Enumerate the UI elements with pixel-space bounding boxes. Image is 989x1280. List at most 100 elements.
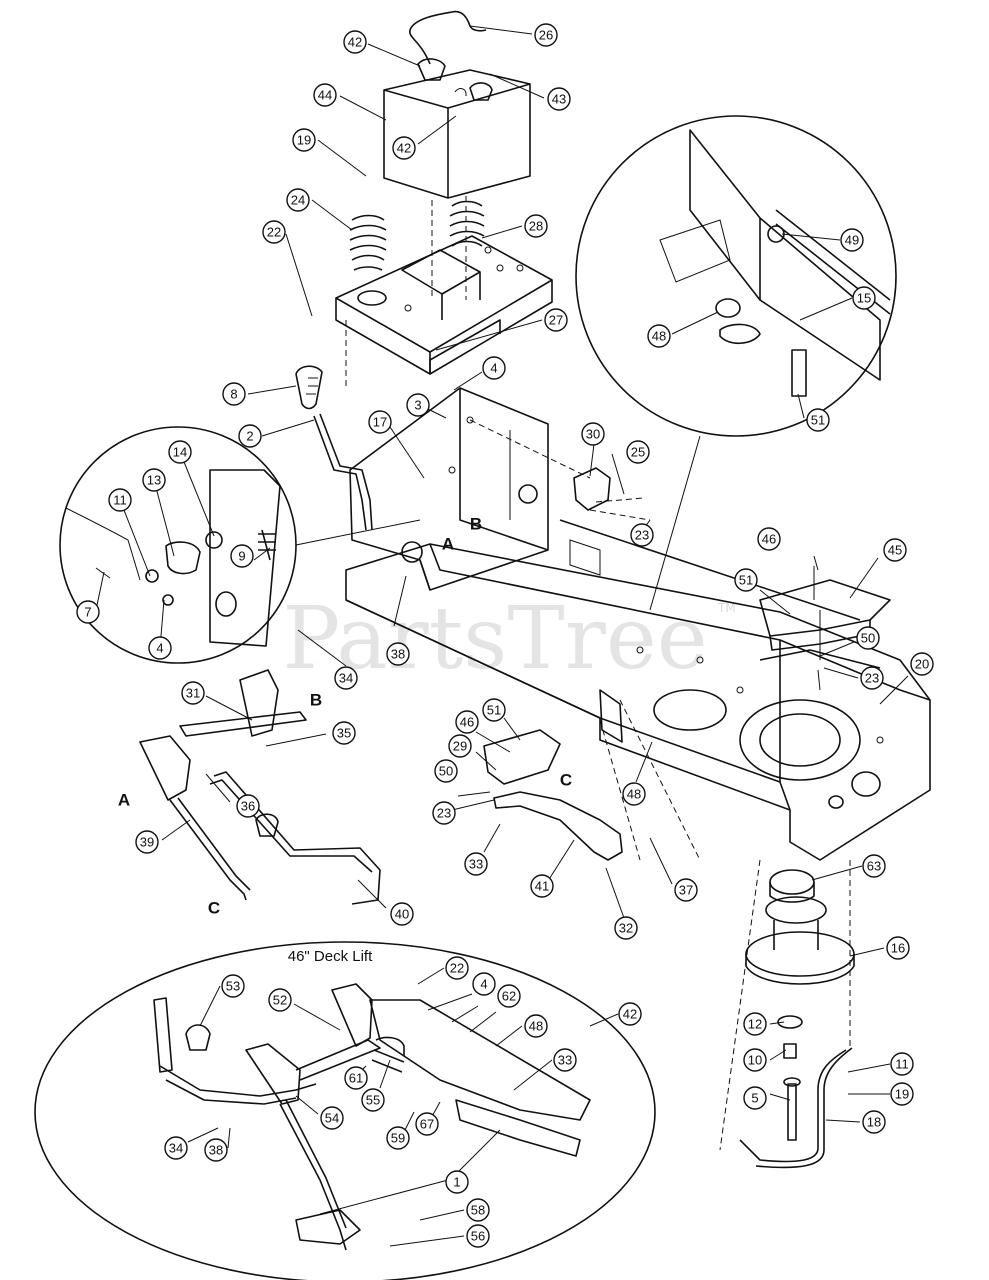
svg-text:19: 19 (297, 133, 311, 148)
callout-52: 52 (268, 988, 292, 1012)
svg-text:63: 63 (867, 859, 881, 874)
rod-18-shape (739, 1049, 847, 1163)
svg-text:9: 9 (238, 549, 245, 564)
svg-text:22: 22 (267, 225, 281, 240)
callout-48: 48 (524, 1014, 548, 1038)
callout-13: 13 (142, 468, 166, 492)
detail-circle-right (575, 115, 897, 611)
svg-text:50: 50 (861, 631, 875, 646)
callout-19: 19 (890, 1082, 914, 1106)
svg-text:37: 37 (679, 883, 693, 898)
callout-9: 9 (230, 544, 254, 568)
callout-54: 54 (320, 1106, 344, 1130)
callout-53: 53 (221, 974, 245, 998)
svg-text:33: 33 (469, 857, 483, 872)
svg-text:15: 15 (857, 291, 871, 306)
callout-4: 4 (482, 356, 506, 380)
callout-22: 22 (445, 956, 469, 980)
svg-text:48: 48 (652, 329, 666, 344)
svg-text:27: 27 (549, 313, 563, 328)
letter-a-frame: A (442, 535, 454, 554)
callout-46: 46 (455, 710, 479, 734)
callout-15: 15 (852, 286, 876, 310)
callout-31: 31 (181, 681, 205, 705)
bracket-30-shape (573, 467, 611, 511)
callout-24: 24 (286, 188, 310, 212)
svg-text:11: 11 (113, 493, 127, 508)
callout-55: 55 (361, 1088, 385, 1112)
svg-text:38: 38 (209, 1143, 223, 1158)
leader-lines (95, 25, 909, 1247)
svg-text:19: 19 (895, 1087, 909, 1102)
callout-48: 48 (647, 324, 671, 348)
svg-text:51: 51 (487, 703, 501, 718)
svg-text:4: 4 (490, 361, 497, 376)
callout-42: 42 (343, 30, 367, 54)
svg-text:28: 28 (529, 219, 543, 234)
callout-18: 18 (862, 1110, 886, 1134)
svg-text:26: 26 (539, 28, 553, 43)
callout-61: 61 (344, 1066, 368, 1090)
svg-text:67: 67 (420, 1117, 434, 1132)
svg-text:42: 42 (397, 141, 411, 156)
callout-19: 19 (292, 128, 316, 152)
callout-11: 11 (108, 488, 132, 512)
svg-text:34: 34 (169, 1141, 183, 1156)
callout-32: 32 (614, 916, 638, 940)
svg-text:51: 51 (811, 413, 825, 428)
svg-text:29: 29 (453, 739, 467, 754)
callout-23: 23 (432, 801, 456, 825)
callout-38: 38 (386, 642, 410, 666)
callout-46: 46 (757, 527, 781, 551)
callout-50: 50 (856, 626, 880, 650)
callout-49: 49 (840, 228, 864, 252)
callout-25: 25 (626, 440, 650, 464)
callout-42: 42 (392, 136, 416, 160)
svg-text:31: 31 (186, 686, 200, 701)
svg-text:42: 42 (348, 35, 362, 50)
svg-text:17: 17 (373, 415, 387, 430)
main-frame (345, 387, 931, 861)
svg-text:23: 23 (865, 671, 879, 686)
letter-c-pedal: C (208, 899, 220, 918)
svg-text:13: 13 (147, 473, 161, 488)
callout-5: 5 (743, 1086, 767, 1110)
callout-23: 23 (860, 666, 884, 690)
svg-text:58: 58 (471, 1203, 485, 1218)
callout-4: 4 (472, 972, 496, 996)
callout-37: 37 (674, 878, 698, 902)
callout-33: 33 (464, 852, 488, 876)
link-41-shape (493, 791, 623, 861)
callout-36: 36 (236, 794, 260, 818)
callout-17: 17 (368, 410, 392, 434)
svg-text:4: 4 (480, 977, 487, 992)
watermark-trademark: TM (717, 601, 736, 615)
svg-text:33: 33 (558, 1053, 572, 1068)
callout-11: 11 (890, 1052, 914, 1076)
lift-handle (295, 365, 373, 531)
svg-text:11: 11 (895, 1057, 909, 1072)
callout-51: 51 (482, 698, 506, 722)
callout-30: 30 (581, 422, 605, 446)
callout-48: 48 (622, 782, 646, 806)
callout-41: 41 (530, 874, 554, 898)
callout-39: 39 (135, 830, 159, 854)
svg-text:25: 25 (631, 445, 645, 460)
svg-text:14: 14 (173, 445, 187, 460)
svg-text:41: 41 (535, 879, 549, 894)
svg-text:23: 23 (635, 528, 649, 543)
svg-text:4: 4 (156, 641, 163, 656)
battery-springs (349, 196, 485, 300)
svg-text:24: 24 (291, 193, 305, 208)
svg-text:40: 40 (395, 907, 409, 922)
svg-text:12: 12 (748, 1017, 762, 1032)
svg-text:22: 22 (450, 961, 464, 976)
callout-59: 59 (386, 1126, 410, 1150)
letter-a-pedal: A (118, 791, 130, 810)
svg-text:48: 48 (627, 787, 641, 802)
svg-text:32: 32 (619, 921, 633, 936)
svg-text:10: 10 (748, 1053, 762, 1068)
svg-text:16: 16 (891, 941, 905, 956)
callout-4: 4 (148, 636, 172, 660)
